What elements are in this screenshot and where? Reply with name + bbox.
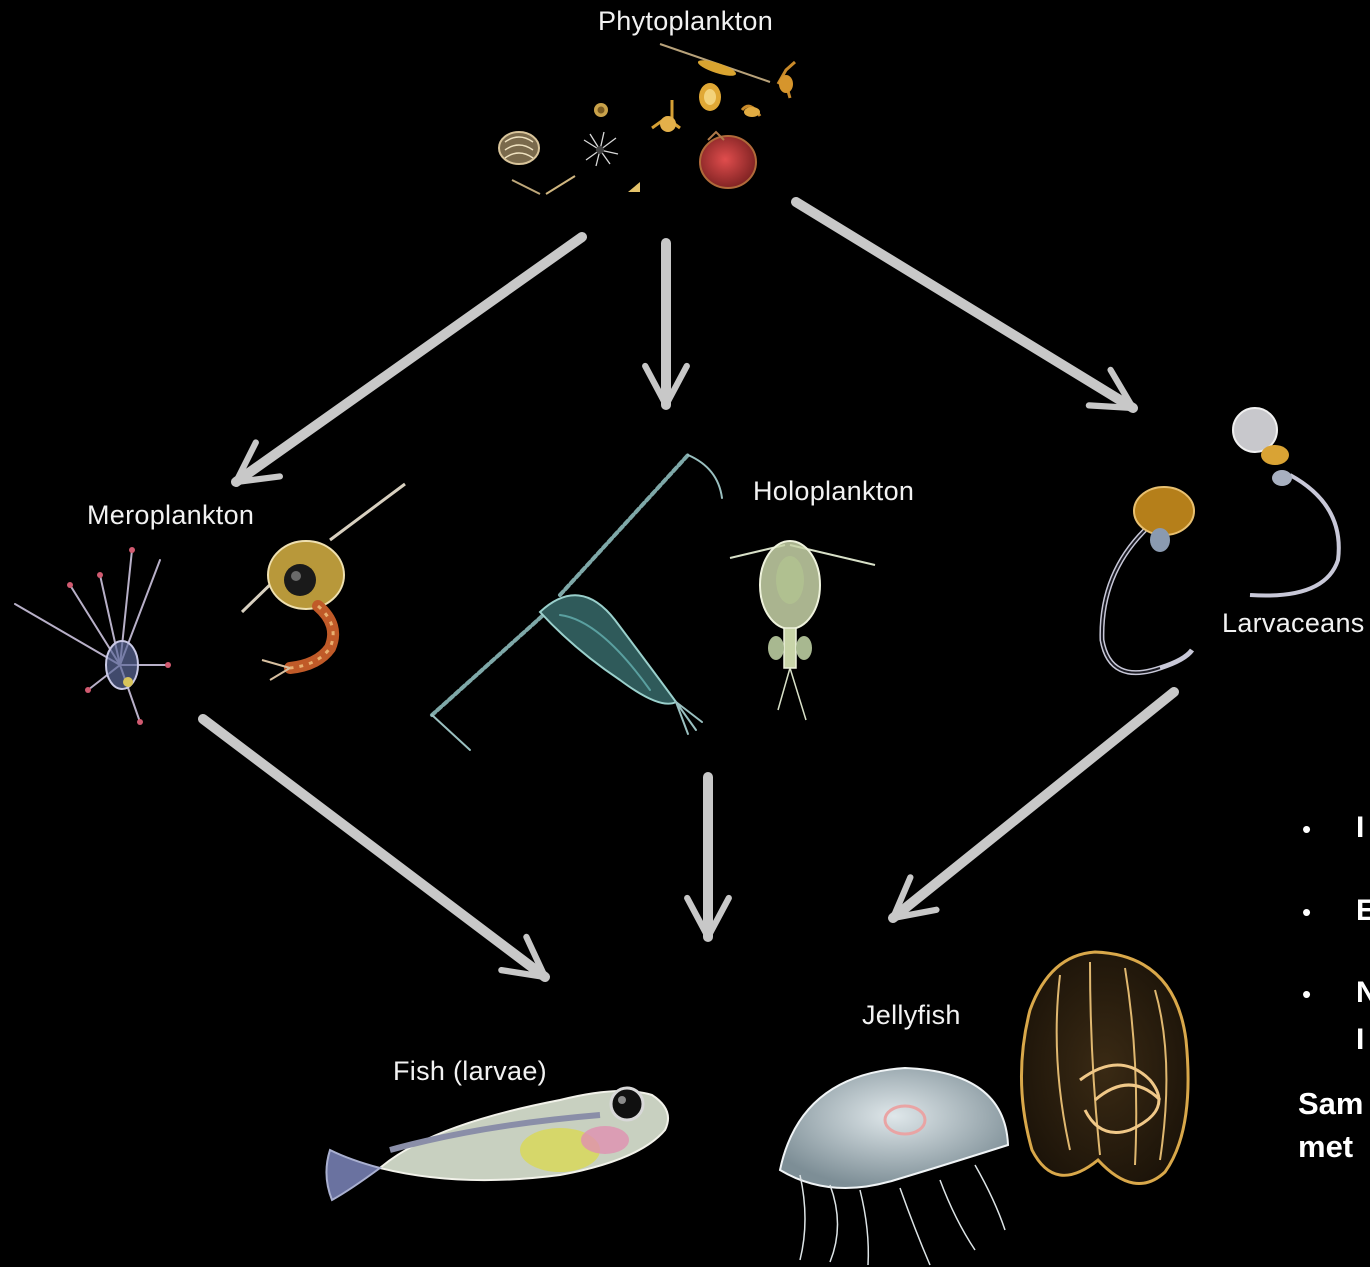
- phytoplankton-illustration: [499, 44, 795, 194]
- arrows: [203, 202, 1174, 977]
- node-label-meroplankton: Meroplankton: [87, 500, 254, 531]
- bullet-marker-1: •: [1302, 814, 1311, 845]
- arrow-phyto-to-larvaceans: [796, 202, 1133, 408]
- arrow-mero-to-fish: [203, 719, 545, 977]
- comb-jelly-illustration: [1021, 952, 1188, 1184]
- node-label-jellyfish: Jellyfish: [862, 1000, 961, 1031]
- arrow-larvaceans-to-jellyfish: [893, 692, 1174, 918]
- summary-note-line-2: met: [1298, 1126, 1353, 1168]
- small-copepod-illustration: [730, 541, 875, 720]
- arrow-phyto-to-mero: [236, 237, 582, 482]
- larvacean-illustration-1: [1102, 487, 1194, 673]
- moon-jellyfish-illustration: [780, 1068, 1008, 1265]
- bullet-marker-3: •: [1302, 979, 1311, 1010]
- bullet-text-3: N: [1356, 976, 1370, 1010]
- bullet-marker-2: •: [1302, 897, 1311, 928]
- node-label-larvaceans: Larvaceans: [1222, 608, 1365, 639]
- bullet-text-2: E: [1356, 894, 1370, 928]
- node-label-fish-larvae: Fish (larvae): [393, 1056, 547, 1087]
- larvacean-illustration-2: [1233, 408, 1339, 596]
- node-label-phytoplankton: Phytoplankton: [598, 6, 773, 37]
- crab-zoea-illustration: [242, 484, 405, 680]
- echinoderm-larva-illustration: [15, 547, 171, 725]
- fish-larva-illustration: [326, 1088, 668, 1200]
- summary-note-line-1: Sam: [1298, 1083, 1363, 1125]
- node-label-holoplankton: Holoplankton: [753, 476, 914, 507]
- bullet-text-4: I: [1356, 1023, 1364, 1057]
- bullet-text-1: I: [1356, 811, 1364, 845]
- copepod-illustration: [432, 455, 722, 750]
